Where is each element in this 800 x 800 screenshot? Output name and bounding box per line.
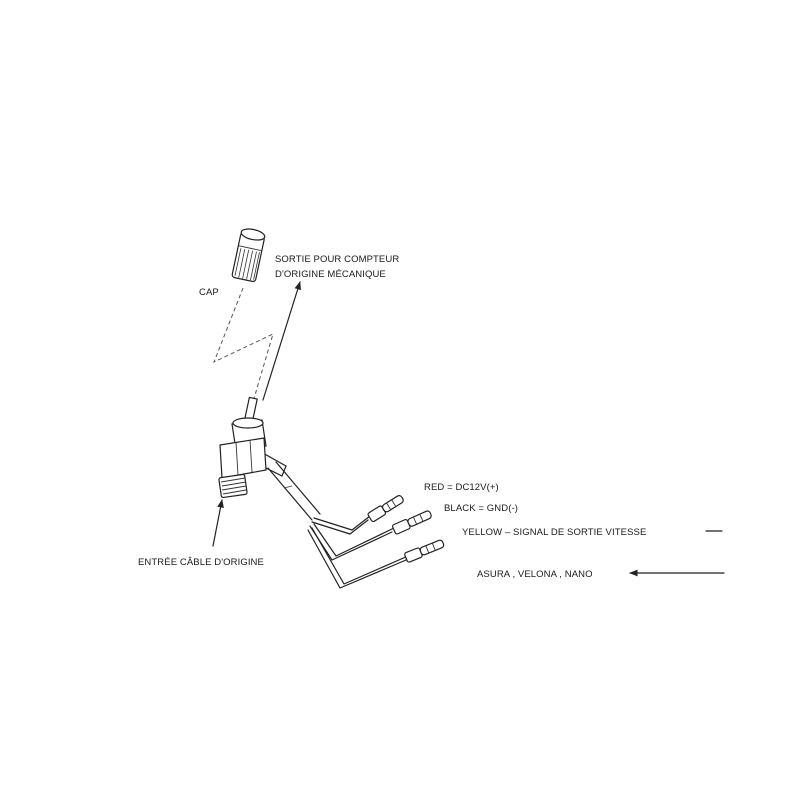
input-label: ENTRÉE CÂBLE D'ORIGINE: [138, 557, 264, 568]
output-arrow-icon: [262, 281, 301, 401]
input-arrow-icon: [212, 499, 224, 547]
bullet-connector-icon: [404, 539, 445, 563]
wire-harness: [307, 515, 409, 589]
output-label-line2: D'ORIGINE MÉCANIQUE: [275, 269, 386, 280]
knurled-cap-icon: [231, 228, 266, 283]
red-wire-label: RED = DC12V(+): [424, 482, 499, 493]
output-label-line1: SORTIE POUR COMPTEUR: [275, 254, 399, 265]
cap-label: CAP: [199, 287, 219, 298]
models-label: ASURA , VELONA , NANO: [477, 569, 593, 580]
cable-sheath: [267, 461, 321, 521]
cap-dashed-guide: [213, 287, 274, 413]
bullet-connector-icon: [367, 495, 404, 523]
bullet-connector-icon: [392, 510, 432, 535]
speed-sensor-icon: [218, 396, 287, 499]
black-wire-label: BLACK = GND(-): [444, 503, 518, 514]
yellow-wire-label: YELLOW – SIGNAL DE SORTIE VITESSE: [462, 527, 646, 538]
